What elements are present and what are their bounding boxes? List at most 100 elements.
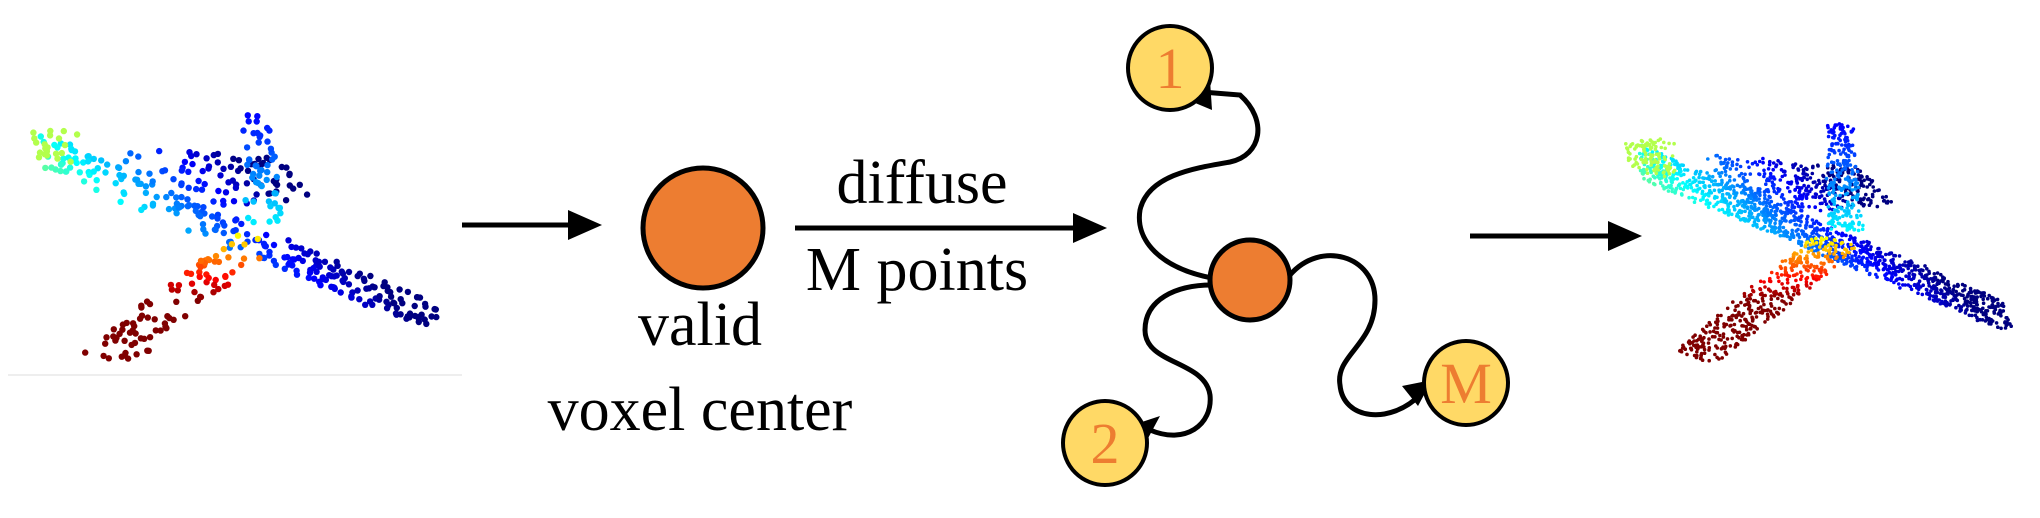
cloud-point xyxy=(1803,244,1808,249)
cloud-point xyxy=(1720,170,1724,175)
cloud-point xyxy=(249,174,256,181)
cloud-point xyxy=(192,207,199,215)
cloud-point xyxy=(67,158,74,165)
cloud-point xyxy=(1644,160,1649,165)
cloud-point xyxy=(1645,141,1650,145)
cloud-point xyxy=(1859,174,1864,178)
cloud-point xyxy=(1848,234,1853,238)
cloud-point xyxy=(1754,315,1759,319)
cloud-point xyxy=(1834,256,1838,261)
cloud-point xyxy=(1657,152,1662,156)
cloud-point xyxy=(1717,208,1721,212)
cloud-point xyxy=(1654,171,1659,176)
cloud-point xyxy=(1828,251,1832,256)
cloud-point xyxy=(1809,281,1813,286)
cloud-point xyxy=(1728,201,1733,205)
cloud-point xyxy=(1967,313,1972,318)
cloud-point xyxy=(1985,309,1990,313)
cloud-point xyxy=(1916,282,1921,286)
cloud-point xyxy=(1939,288,1943,292)
cloud-point xyxy=(1807,204,1811,209)
cloud-point xyxy=(1812,269,1816,273)
cloud-point xyxy=(1694,178,1698,183)
cloud-point xyxy=(1895,277,1899,282)
cloud-point xyxy=(1744,317,1748,322)
cloud-point xyxy=(1787,295,1791,299)
cloud-point xyxy=(1837,186,1842,191)
cloud-point xyxy=(1805,167,1809,172)
cloud-point xyxy=(229,269,236,276)
cloud-point xyxy=(1736,303,1740,308)
cloud-point xyxy=(225,179,232,186)
cloud-point xyxy=(1802,175,1806,180)
cloud-point xyxy=(1663,146,1667,151)
cloud-point xyxy=(1846,175,1850,179)
cloud-point xyxy=(1741,311,1746,316)
cloud-point xyxy=(52,150,60,157)
cloud-point xyxy=(263,176,270,184)
cloud-point xyxy=(126,329,134,336)
cloud-point xyxy=(1779,266,1783,271)
cloud-point xyxy=(146,170,153,177)
cloud-point xyxy=(334,262,341,269)
cloud-point xyxy=(1999,303,2004,308)
cloud-point xyxy=(1793,273,1797,278)
cloud-point xyxy=(1765,178,1769,183)
cloud-point xyxy=(1672,141,1676,146)
cloud-point xyxy=(149,202,157,209)
cloud-point xyxy=(1961,289,1965,293)
cloud-point xyxy=(185,184,192,191)
cloud-point xyxy=(1727,195,1732,200)
cloud-point xyxy=(1847,185,1852,190)
cloud-point xyxy=(1818,222,1823,227)
cloud-point xyxy=(1866,197,1871,201)
cloud-point xyxy=(253,118,260,125)
cloud-point xyxy=(1889,200,1893,204)
cloud-point xyxy=(1728,167,1733,171)
cloud-point xyxy=(1766,287,1771,292)
cloud-point xyxy=(208,213,216,220)
cloud-point xyxy=(1838,193,1842,198)
cloud-point xyxy=(295,254,302,262)
cloud-point xyxy=(1679,349,1684,354)
cloud-point xyxy=(266,190,274,197)
cloud-point xyxy=(1817,181,1822,185)
cloud-point xyxy=(1749,284,1754,289)
cloud-point xyxy=(1912,266,1917,271)
cloud-point xyxy=(1829,227,1834,231)
cloud-point xyxy=(1824,202,1829,206)
cloud-point xyxy=(1855,194,1859,198)
cloud-point xyxy=(1758,279,1763,284)
cloud-point xyxy=(1804,267,1809,272)
cloud-point xyxy=(1811,195,1815,199)
cloud-point xyxy=(1793,162,1798,166)
cloud-point xyxy=(253,191,260,198)
cloud-point xyxy=(1783,233,1788,238)
cloud-point xyxy=(1982,294,1987,298)
cloud-point xyxy=(1957,292,1961,296)
cloud-point xyxy=(1870,194,1875,199)
cloud-point xyxy=(188,280,196,287)
cloud-point xyxy=(1853,164,1858,169)
cloud-point xyxy=(161,167,169,174)
cloud-point xyxy=(1755,327,1759,331)
cloud-point xyxy=(1747,211,1752,215)
cloud-point xyxy=(1999,313,2003,318)
cloud-point xyxy=(1694,169,1699,174)
cloud-point xyxy=(1783,169,1787,174)
cloud-point xyxy=(102,340,109,347)
cloud-point xyxy=(396,286,403,293)
cloud-point xyxy=(1791,165,1795,170)
cloud-point xyxy=(1850,263,1855,267)
cloud-point xyxy=(1810,218,1815,222)
cloud-point xyxy=(305,274,312,282)
cloud-point xyxy=(178,167,185,174)
cloud-point xyxy=(1830,241,1834,246)
cloud-point xyxy=(1685,168,1690,172)
cloud-point xyxy=(1741,217,1745,221)
cloud-point xyxy=(1844,233,1848,238)
cloud-point xyxy=(1749,196,1753,201)
node-1: 1 xyxy=(1126,24,1214,112)
cloud-point xyxy=(1750,161,1755,166)
cloud-point xyxy=(188,152,195,160)
